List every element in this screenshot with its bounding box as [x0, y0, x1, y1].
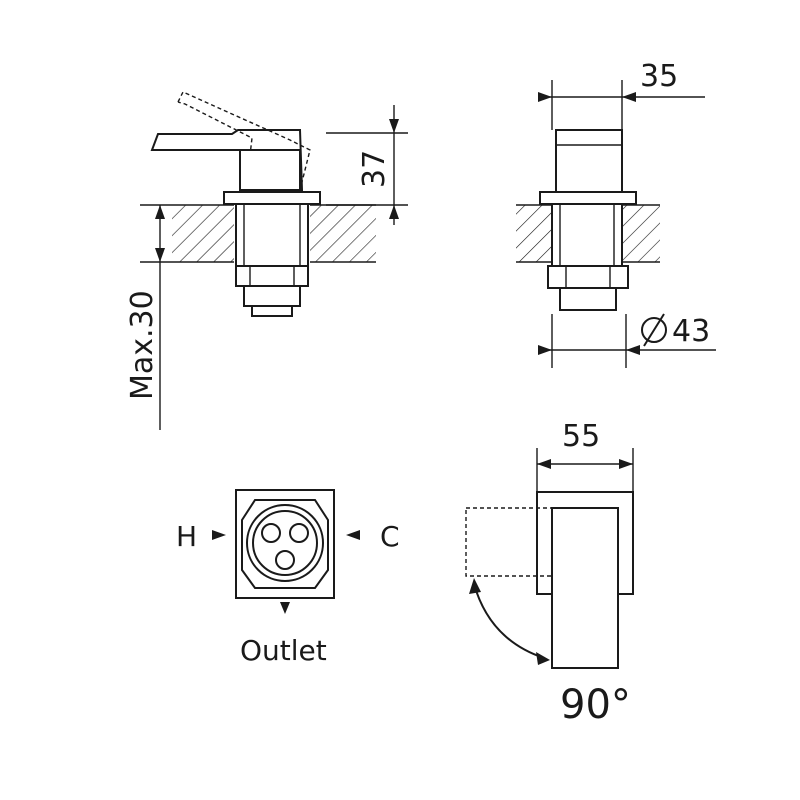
hot-arrow	[212, 530, 226, 540]
diameter-label: 43	[672, 314, 710, 349]
cold-label: C	[380, 520, 400, 553]
width-handle-label: 55	[562, 419, 600, 454]
cold-arrow	[346, 530, 360, 540]
front-view: 35 43	[516, 59, 716, 368]
width-top-label: 35	[640, 59, 678, 94]
hot-label: H	[176, 520, 197, 553]
max-deck-label: Max.30	[125, 290, 160, 400]
outlet-label: Outlet	[240, 634, 327, 667]
side-view: 37 Max.30	[125, 91, 408, 430]
rotation-view: 55 90°	[465, 419, 634, 728]
top-view: H C Outlet	[176, 489, 400, 667]
outlet-arrow	[280, 602, 290, 614]
rotation-label: 90°	[560, 682, 631, 728]
height-lever-label: 37	[357, 150, 392, 188]
